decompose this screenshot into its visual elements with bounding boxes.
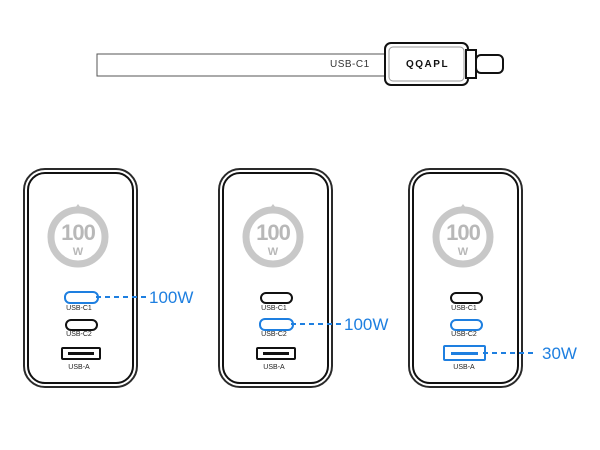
charger-1: 100 W USB-C1 USB-C2 USB-A: [23, 168, 138, 388]
port-label-c2: USB-C2: [66, 331, 92, 338]
port-label-c2: USB-C2: [261, 331, 287, 338]
output-callout-3: 30W: [542, 344, 577, 363]
badge-unit: W: [457, 246, 469, 258]
usb-c-cable: [96, 42, 504, 86]
badge-number: 100: [446, 220, 481, 245]
port-label-a: USB-A: [263, 364, 285, 371]
port-label-c1: USB-C1: [261, 305, 287, 312]
badge-number: 100: [256, 220, 291, 245]
badge-unit: W: [267, 246, 279, 258]
port-label-a: USB-A: [68, 364, 90, 371]
port-usb-c1: [260, 292, 293, 304]
power-badge-icon: [432, 204, 494, 268]
port-usb-c1: [450, 292, 483, 304]
port-usb-a-tongue: [451, 352, 478, 355]
port-label-c1: USB-C1: [451, 305, 477, 312]
cable-connector-plug: [475, 54, 504, 74]
port-label-c1: USB-C1: [66, 305, 92, 312]
power-badge-icon: [47, 204, 109, 268]
charger-2: 100 W USB-C1 USB-C2 USB-A: [218, 168, 333, 388]
port-label-a: USB-A: [453, 364, 475, 371]
cable-label: USB-C1: [330, 59, 370, 70]
badge-unit: W: [72, 246, 84, 258]
power-badge-icon: [242, 204, 304, 268]
port-usb-a: [61, 347, 101, 360]
port-usb-c2: [65, 319, 98, 331]
badge-number: 100: [61, 220, 96, 245]
brand-logo-text: QQAPL: [406, 59, 450, 70]
cable-connector-ring: [388, 46, 465, 82]
port-usb-c2: [450, 319, 483, 331]
port-usb-a: [256, 347, 296, 360]
output-callout-2: 100W: [344, 315, 389, 334]
port-label-c2: USB-C2: [451, 331, 477, 338]
port-usb-a-tongue: [263, 352, 289, 355]
port-usb-a-tongue: [68, 352, 94, 355]
charger-3: 100 W USB-C1 USB-C2 USB-A: [408, 168, 523, 388]
output-callout-1: 100W: [149, 288, 194, 307]
